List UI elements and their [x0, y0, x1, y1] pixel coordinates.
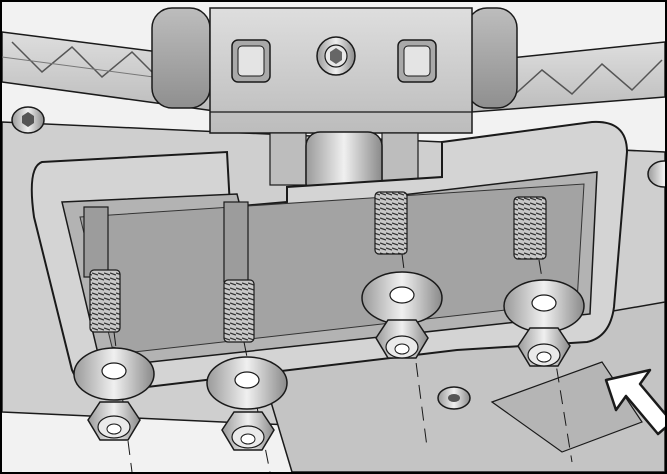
threaded-stud-2 [223, 201, 255, 343]
hex-nut-4 [517, 327, 571, 367]
hinge-block [151, 7, 518, 198]
socket-head-screw-left [11, 106, 45, 134]
threaded-stud-3 [374, 191, 408, 255]
hinge-center-screw [316, 36, 356, 76]
threaded-stud-1 [83, 206, 121, 333]
hex-nut-2 [221, 411, 275, 451]
flat-washer-4 [503, 279, 585, 333]
flat-washer-3 [361, 271, 443, 325]
large-outline-arrow-icon [604, 368, 665, 436]
rectangular-bracket-frame [30, 120, 629, 392]
socket-head-screw-right [647, 160, 665, 188]
socket-head-screw-bottom [437, 386, 471, 410]
hex-nut-1 [87, 401, 141, 441]
flat-washer-2 [206, 356, 288, 410]
hex-nut-3 [375, 319, 429, 359]
threaded-stud-4 [513, 196, 547, 260]
flat-washer-1 [73, 347, 155, 401]
